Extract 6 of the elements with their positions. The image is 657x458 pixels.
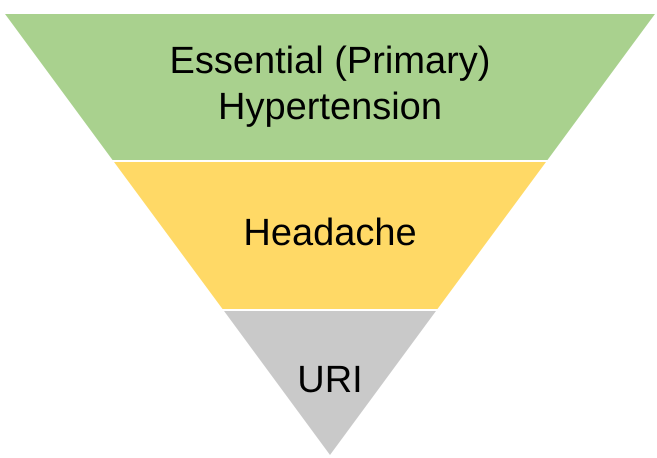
- tier-label: Essential (Primary) Hypertension: [168, 39, 492, 130]
- pyramid-tier: [114, 162, 546, 309]
- tier-label: URI: [296, 358, 364, 403]
- pyramid-tier: [224, 311, 436, 455]
- pyramid-tier: [5, 14, 655, 160]
- tier-label: Headache: [242, 211, 418, 256]
